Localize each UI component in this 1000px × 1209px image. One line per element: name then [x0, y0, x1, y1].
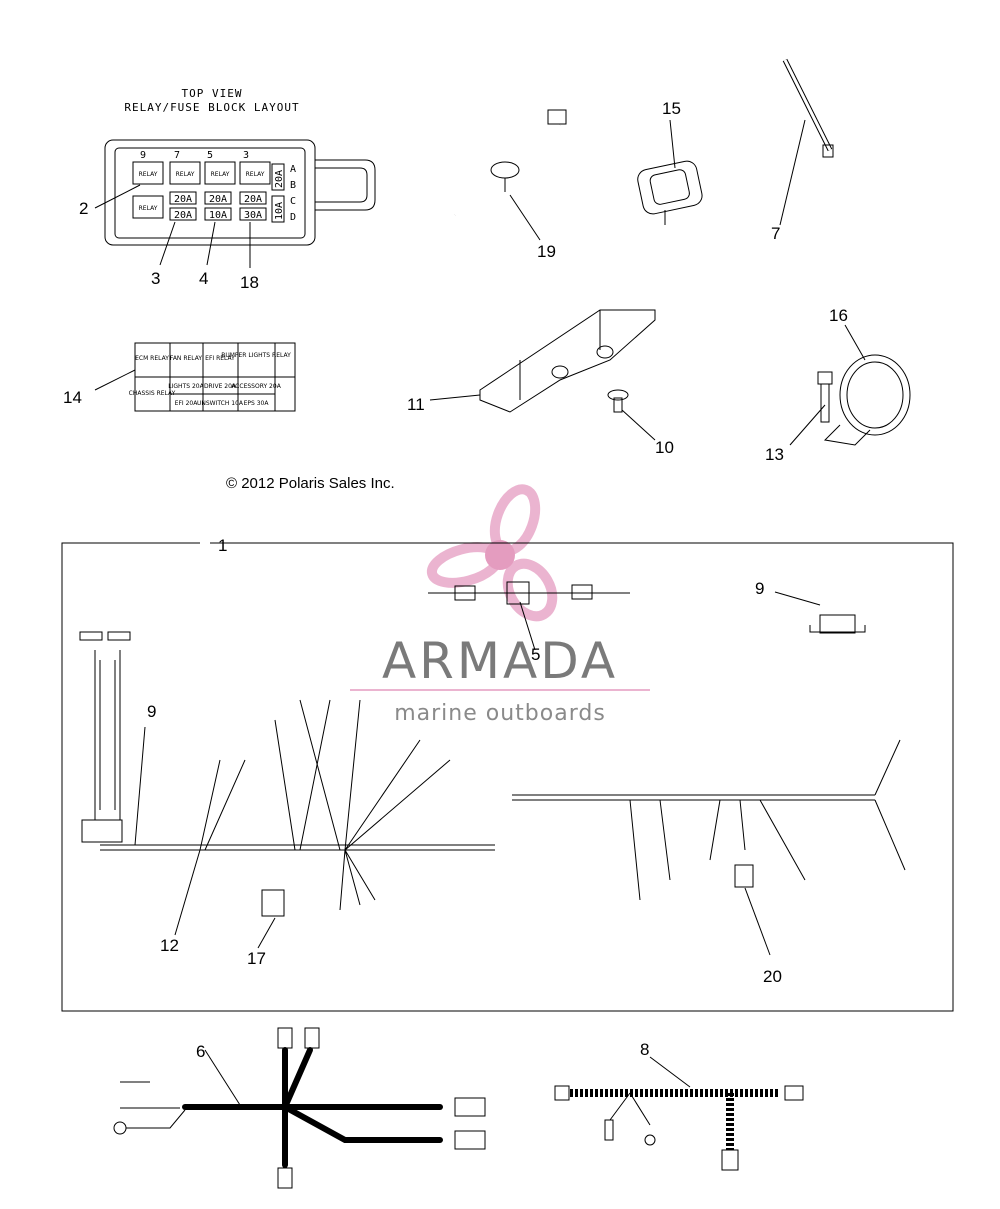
fuse-r2-1: 20A — [174, 210, 192, 221]
decal-cell-8: ACCESSORY 20A — [231, 383, 282, 390]
block-number-7: 7 — [174, 150, 180, 161]
decal-cell-7: DRIVE 20A — [204, 383, 237, 390]
block-number-5: 5 — [207, 150, 213, 161]
fuse-decal: ECM RELAY FAN RELAY EFI RELAY BUMPER LIG… — [94, 342, 296, 412]
callout-20: 20 — [763, 967, 782, 986]
decal-cell-6: LIGHTS 20A — [168, 383, 204, 390]
decal-cell-4: BUMPER LIGHTS RELAY — [221, 352, 291, 359]
callout-9-right: 9 — [755, 579, 764, 598]
part-9-fuse-holder — [774, 591, 866, 634]
decal-cell-5: CHASSIS RELAY — [129, 390, 176, 397]
callout-4: 4 — [199, 269, 208, 288]
block-letter-c: C — [290, 196, 296, 207]
callout-12: 12 — [160, 936, 179, 955]
callout-1: 1 — [218, 536, 227, 555]
callout-3: 3 — [151, 269, 160, 288]
callout-16: 16 — [829, 306, 848, 325]
decal-cell-11: EPS 30A — [244, 400, 270, 407]
callout-15: 15 — [662, 99, 681, 118]
fuse-r2-2: 10A — [209, 210, 227, 221]
callout-7: 7 — [771, 224, 780, 243]
block-title-line1: TOP VIEW — [182, 87, 243, 100]
watermark-tagline: marine outboards — [394, 701, 606, 726]
relay-label-4: RELAY — [246, 171, 265, 178]
main-harness-left — [79, 631, 495, 949]
callout-18: 18 — [240, 273, 259, 292]
callout-2: 2 — [79, 199, 88, 218]
side-fuse-2: 10A — [274, 202, 285, 220]
callout-10: 10 — [655, 438, 674, 457]
callout-6: 6 — [196, 1042, 205, 1061]
fuse-r1-2: 20A — [209, 194, 227, 205]
part-7-cable-tie — [779, 58, 834, 226]
watermark-logo — [350, 484, 650, 691]
part-6-harness — [113, 1027, 486, 1189]
part-16-clamp — [823, 324, 911, 446]
block-title-line2: RELAY/FUSE BLOCK LAYOUT — [124, 101, 299, 114]
decal-cell-3: EFI RELAY — [205, 355, 235, 362]
main-harness-frame — [61, 542, 954, 1012]
block-number-9: 9 — [140, 150, 146, 161]
part-13-bolt — [789, 371, 833, 446]
main-harness-right — [512, 739, 906, 956]
fuse-r1-3: 20A — [244, 194, 262, 205]
callout-8: 8 — [640, 1040, 649, 1059]
block-number-3: 3 — [243, 150, 249, 161]
callout-labels: 1 2 3 4 5 6 7 8 9 9 10 11 12 13 14 15 16… — [63, 99, 848, 1061]
relay-fuse-block: TOP VIEW RELAY/FUSE BLOCK LAYOUT 9 7 5 3… — [94, 87, 376, 268]
callout-17: 17 — [247, 949, 266, 968]
fuse-r1-1: 20A — [174, 194, 192, 205]
part-8-harness — [554, 1056, 804, 1171]
part-11-bracket — [429, 309, 656, 413]
relay-label-1: RELAY — [139, 171, 158, 178]
callout-11: 11 — [407, 395, 425, 414]
decal-cell-9: EFI 20A — [175, 400, 199, 407]
relay-label-5: RELAY — [139, 205, 158, 212]
block-letter-d: D — [290, 212, 296, 223]
side-fuse-1: 20A — [274, 170, 285, 188]
callout-19: 19 — [537, 242, 556, 261]
callout-5: 5 — [531, 645, 540, 664]
decal-cell-10: UNSWITCH 10A — [197, 400, 244, 407]
block-letter-b: B — [290, 180, 296, 191]
part-10-push-rivet — [607, 389, 656, 441]
callout-9-left: 9 — [147, 702, 156, 721]
part-19-tie-clip — [454, 109, 567, 241]
relay-label-3: RELAY — [211, 171, 230, 178]
callout-13: 13 — [765, 445, 784, 464]
watermark-brand: ARMADA — [382, 632, 618, 690]
decal-cell-2: FAN RELAY — [170, 355, 202, 362]
part-5-inline-fuse — [428, 581, 630, 651]
decal-cell-1: ECM RELAY — [135, 355, 169, 362]
fuse-r2-3: 30A — [244, 210, 262, 221]
copyright-notice: © 2012 Polaris Sales Inc. — [226, 475, 395, 492]
callout-14: 14 — [63, 388, 82, 407]
relay-label-2: RELAY — [176, 171, 195, 178]
block-letter-a: A — [290, 164, 296, 175]
part-15-connector — [637, 119, 703, 225]
